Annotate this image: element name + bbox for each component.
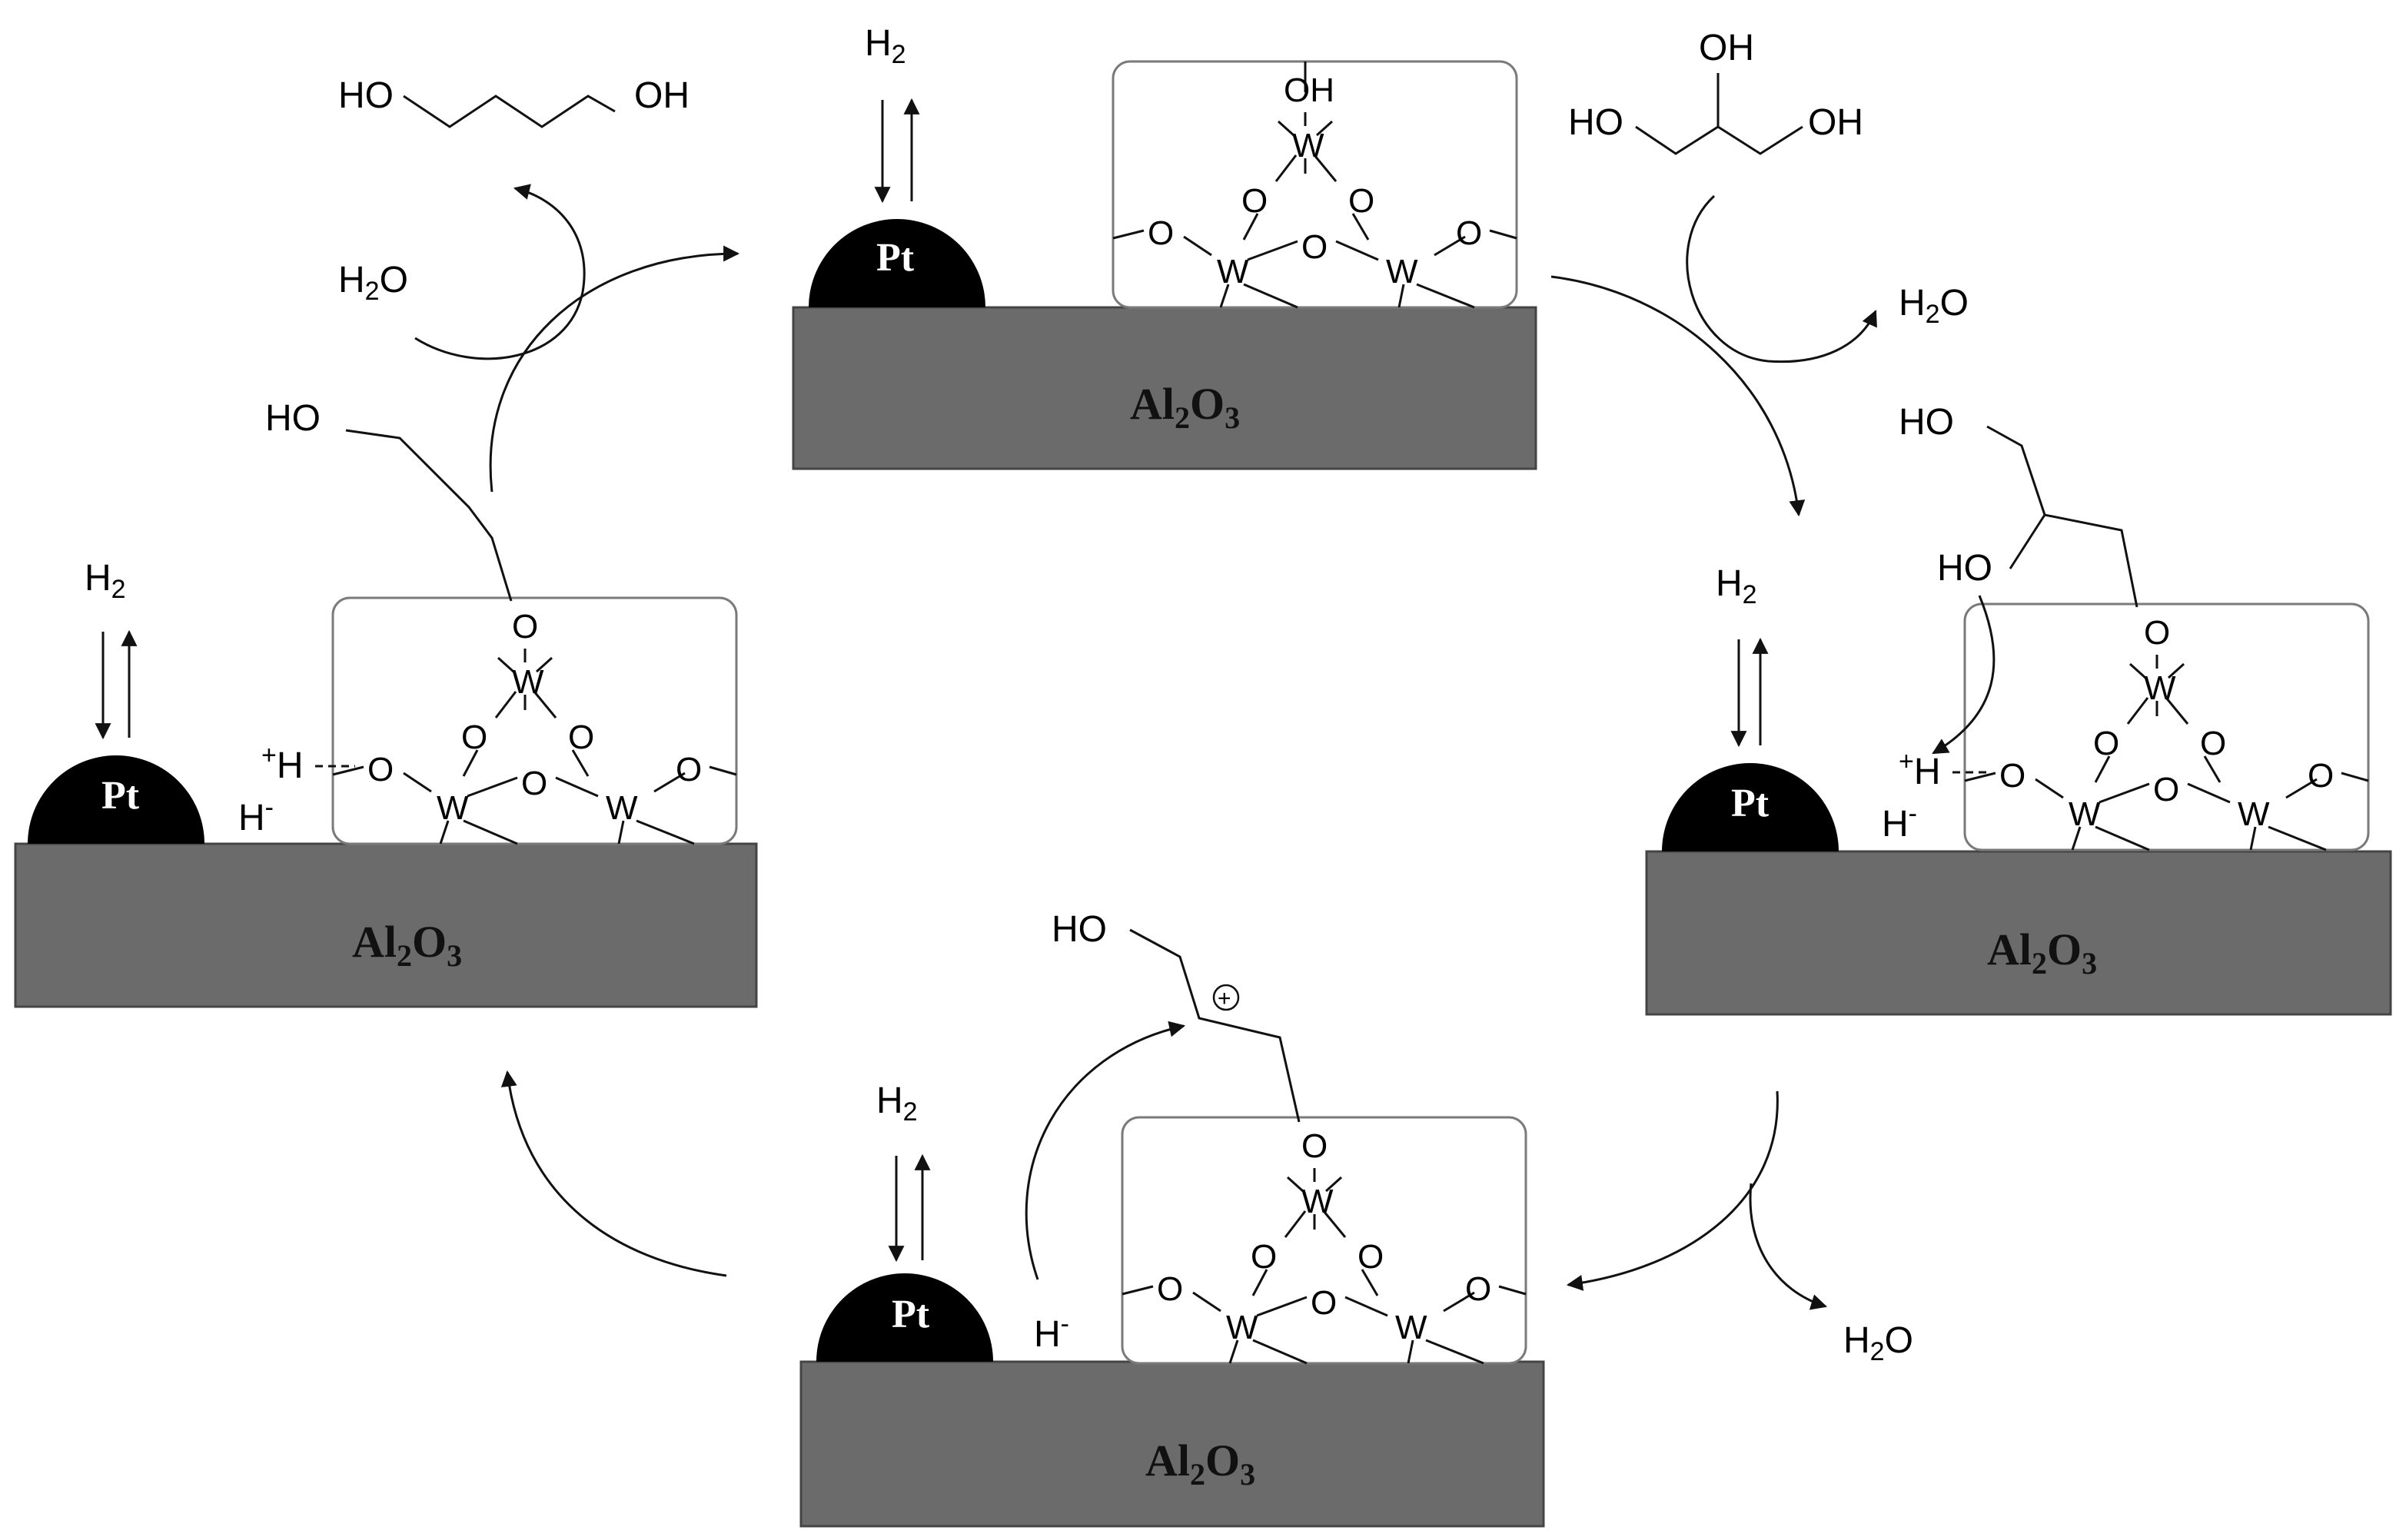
- adsorbed-propanol-ho: HO: [265, 398, 321, 439]
- tungsten-cluster: O W O O O O O W W: [331, 596, 738, 845]
- platinum-label: Pt: [1731, 782, 1770, 825]
- platinum-particle: [1662, 763, 1839, 851]
- adsorbed-glycerol-ho-top: HO: [1899, 402, 1954, 443]
- adsorbed-glycerol-ho-mid: HO: [1937, 548, 1992, 589]
- tungsten-atom: W: [1217, 253, 1249, 290]
- propanediol-molecule: HO OH: [338, 75, 690, 128]
- panel-top: Al2O3 Pt H2 OH W O O O O O W W: [792, 23, 1537, 470]
- panel-bottom: Al2O3 Pt H2 O W O O O O O W W H- HO +: [799, 909, 1545, 1528]
- platinum-label: Pt: [892, 1293, 930, 1336]
- oxygen-atom: O: [367, 751, 394, 788]
- tungsten-atom: W: [1301, 1183, 1334, 1220]
- proton-label: +H: [261, 741, 304, 786]
- oxygen-atom: O: [1999, 757, 2025, 795]
- tungsten-cluster: O W O O O O O W W: [1963, 602, 2370, 851]
- panel-left: Al2O3 Pt H2 O W O O O O O W W +H H- HO: [14, 398, 758, 1008]
- support-label: Al2O3: [352, 917, 462, 973]
- glycerol-molecule: OH HO OH: [1568, 28, 1863, 155]
- platinum-particle: [28, 755, 204, 844]
- oxygen-atom: O: [1301, 228, 1328, 266]
- oxygen-atom: O: [1148, 214, 1174, 252]
- oxygen-atom: O: [2200, 725, 2226, 762]
- hydride-label: H-: [1882, 799, 1917, 845]
- tungsten-atom: W: [1395, 1309, 1427, 1346]
- oxygen-atom: O: [521, 765, 547, 802]
- oxygen-atom: O: [1348, 182, 1374, 220]
- tungsten-atom: W: [2069, 795, 2101, 833]
- tungsten-atom: W: [606, 789, 638, 827]
- glycerol-oh-right: OH: [1808, 102, 1863, 143]
- water-addition-arrow-left: [414, 184, 586, 360]
- water-release-arrow-right: [1686, 194, 1877, 363]
- oxygen-atom: O: [1358, 1238, 1384, 1276]
- carbocation-ho: HO: [1052, 909, 1107, 950]
- tungsten-atom: W: [2144, 669, 2176, 707]
- oxygen-atom: O: [2153, 771, 2179, 808]
- proton-transfer-arrow: [1932, 595, 1996, 755]
- platinum-label: Pt: [101, 774, 140, 818]
- alumina-support: [1645, 850, 2392, 1016]
- oxygen-atom: O: [1456, 214, 1482, 252]
- hydrogen-label: H2: [865, 23, 906, 69]
- water-label: H2O: [338, 260, 408, 306]
- oxygen-atom: O: [2093, 725, 2119, 762]
- oxygen-atom: O: [676, 751, 702, 788]
- oxygen-atom: O: [1465, 1270, 1491, 1308]
- tungsten-atom: W: [1292, 127, 1324, 164]
- platinum-particle: [816, 1273, 993, 1362]
- oxygen-atom: O: [1157, 1270, 1183, 1308]
- glycerol-ho-left: HO: [1568, 102, 1623, 143]
- oxygen-atom: O: [512, 608, 538, 646]
- carbocation-charge: [1212, 984, 1240, 1011]
- glycerol-oh-top: OH: [1699, 28, 1754, 68]
- cycle-arrow-right-to-bottom: [1566, 1090, 1779, 1291]
- cycle-arrow-bottom-to-left: [500, 1070, 727, 1277]
- carbocation-charge-sign: +: [1218, 986, 1231, 1011]
- support-label: Al2O3: [1130, 379, 1240, 435]
- cycle-arrow-top-to-right: [1550, 275, 1806, 517]
- water-label: H2O: [1843, 1320, 1913, 1366]
- support-label: Al2O3: [1145, 1435, 1255, 1492]
- tungsten-atom: W: [1386, 253, 1418, 290]
- hydrogen-label: H2: [85, 558, 126, 604]
- oxygen-atom: O: [461, 719, 487, 756]
- water-label: H2O: [1899, 283, 1969, 329]
- support-label: Al2O3: [1987, 924, 2097, 981]
- cycle-arrow-left-to-top: [489, 245, 740, 493]
- tungsten-atom: W: [512, 663, 544, 701]
- oxygen-atom: O: [2144, 614, 2170, 652]
- platinum-particle: [809, 219, 985, 307]
- hydroxyl-group: OH: [1284, 71, 1334, 109]
- alumina-support: [792, 306, 1537, 470]
- water-release-arrow-bottom: [1749, 1183, 1828, 1310]
- tungsten-cluster: OH W O O O O O W W: [1112, 60, 1518, 309]
- tungsten-atom: W: [1226, 1309, 1258, 1346]
- tungsten-atom: W: [2238, 795, 2270, 833]
- hydrogen-label: H2: [876, 1080, 918, 1127]
- alumina-support: [14, 842, 758, 1008]
- proton-label: +H: [1899, 747, 1941, 792]
- propanediol-ho: HO: [338, 75, 394, 116]
- panel-right: Al2O3 Pt H2 O W O O O O O W W +H H- HO H…: [1645, 402, 2392, 1016]
- alumina-support: [799, 1360, 1545, 1528]
- hydride-label: H-: [238, 793, 274, 838]
- propanediol-oh: OH: [634, 75, 690, 116]
- hydride-label: H-: [1034, 1309, 1069, 1355]
- oxygen-atom: O: [1251, 1238, 1277, 1276]
- platinum-label: Pt: [876, 236, 915, 280]
- hydride-attack-arrow: [1025, 1021, 1186, 1280]
- oxygen-atom: O: [2308, 757, 2334, 795]
- oxygen-atom: O: [1301, 1127, 1328, 1165]
- oxygen-atom: O: [568, 719, 594, 756]
- oxygen-atom: O: [1311, 1284, 1337, 1322]
- tungsten-cluster: O W O O O O O W W: [1121, 1116, 1527, 1365]
- oxygen-atom: O: [1241, 182, 1268, 220]
- hydrogen-label: H2: [1716, 563, 1757, 609]
- tungsten-atom: W: [437, 789, 469, 827]
